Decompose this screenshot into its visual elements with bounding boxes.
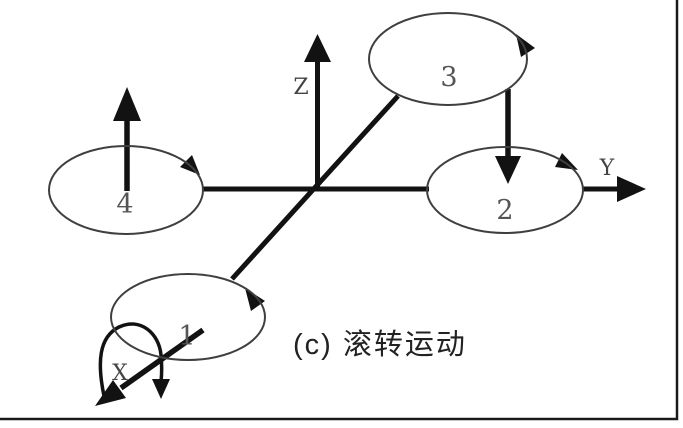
rotor2-ellipse <box>426 146 584 234</box>
rotor3-label: 3 <box>440 62 457 93</box>
axis-labels: Z Y X <box>112 75 615 386</box>
y-axis-arrowhead-icon <box>617 176 646 202</box>
rotor2-thrust-down-arrowhead-icon <box>495 156 521 184</box>
z-axis-label: Z <box>293 75 308 100</box>
figure-caption: (c) 滚转运动 <box>293 328 467 361</box>
roll-direction-loop-arrow <box>98 322 164 397</box>
rotor4-thrust-up-arrowhead-icon <box>113 87 141 121</box>
rotor1-ellipse <box>110 273 266 361</box>
y-axis-label: Y <box>599 156 615 181</box>
rotor2-label: 2 <box>496 195 513 226</box>
rotor1-spin-arrowhead-icon <box>245 288 265 311</box>
rotor-ellipses <box>48 12 584 361</box>
rotor4-ellipse <box>48 145 204 235</box>
rotor1-label: 1 <box>178 321 195 352</box>
rotor4-label: 4 <box>116 189 133 220</box>
rotor2-spin-arrowhead-icon <box>555 153 578 170</box>
rotor3-ellipse <box>368 12 528 106</box>
figure-border <box>0 0 679 421</box>
rotor-labels: 4 3 2 1 <box>116 62 513 352</box>
x-axis-arrowhead-icon <box>95 380 126 406</box>
x-axis-label: X <box>112 361 128 386</box>
z-axis-arrowhead-icon <box>304 34 331 62</box>
roll-loop-arrowhead-icon <box>152 379 170 399</box>
